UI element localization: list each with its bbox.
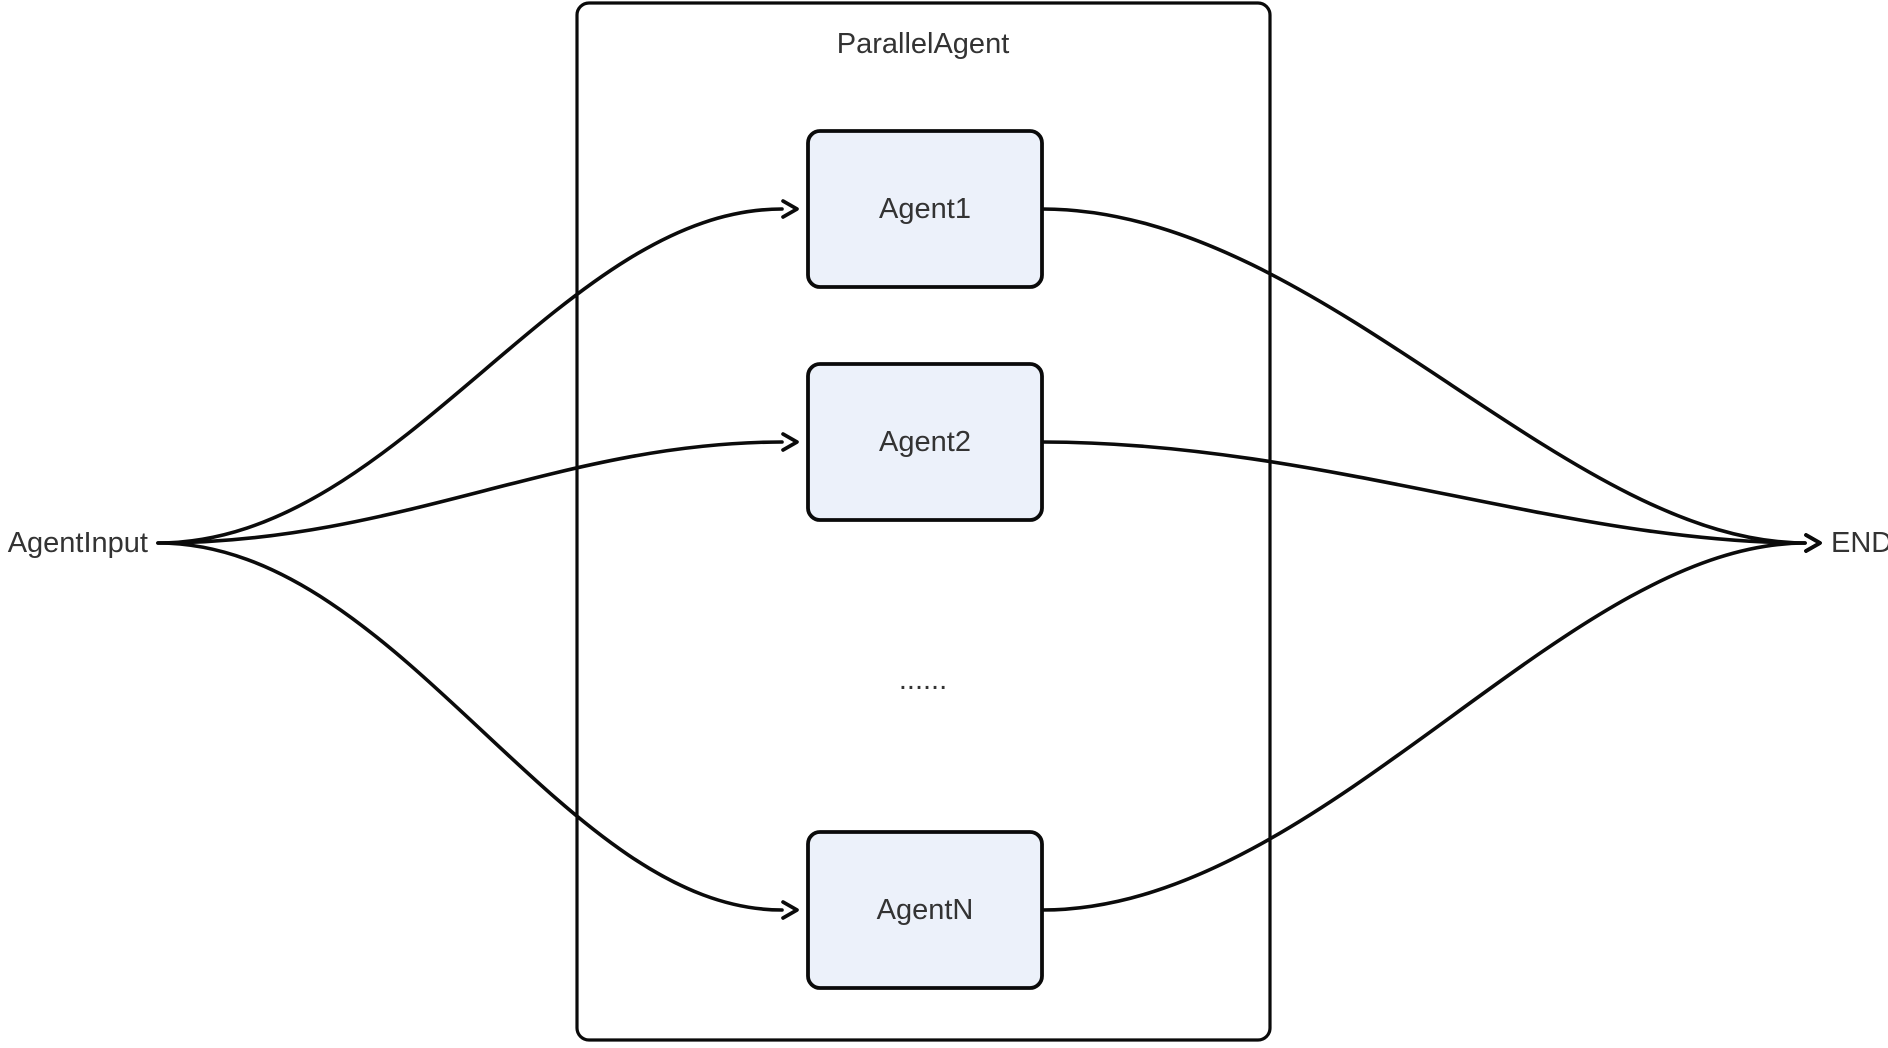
edge-input-to-agentn — [156, 541, 799, 920]
node-agent2-label: Agent2 — [879, 426, 971, 458]
node-agentn-box — [806, 830, 1044, 990]
edge-agent1-to-end — [1040, 207, 1822, 553]
node-agent2-box — [806, 362, 1044, 522]
agent-input-label: AgentInput — [8, 527, 148, 559]
edge-input-to-agent1 — [156, 199, 799, 545]
node-agentn-label: AgentN — [877, 894, 974, 926]
edge-agentn-to-end — [1040, 533, 1822, 912]
ellipsis-label: ...... — [899, 664, 947, 696]
edge-input-to-agent2 — [156, 432, 799, 545]
node-agent2: Agent2 — [806, 362, 1044, 522]
end-label: END — [1831, 527, 1888, 559]
node-agentn: AgentN — [806, 830, 1044, 990]
node-agent1-label: Agent1 — [879, 193, 971, 225]
node-agent1: Agent1 — [806, 129, 1044, 289]
edges-group — [156, 199, 1822, 920]
edge-agent2-to-end — [1040, 440, 1822, 553]
container-title: ParallelAgent — [837, 28, 1010, 60]
node-agent1-box — [806, 129, 1044, 289]
